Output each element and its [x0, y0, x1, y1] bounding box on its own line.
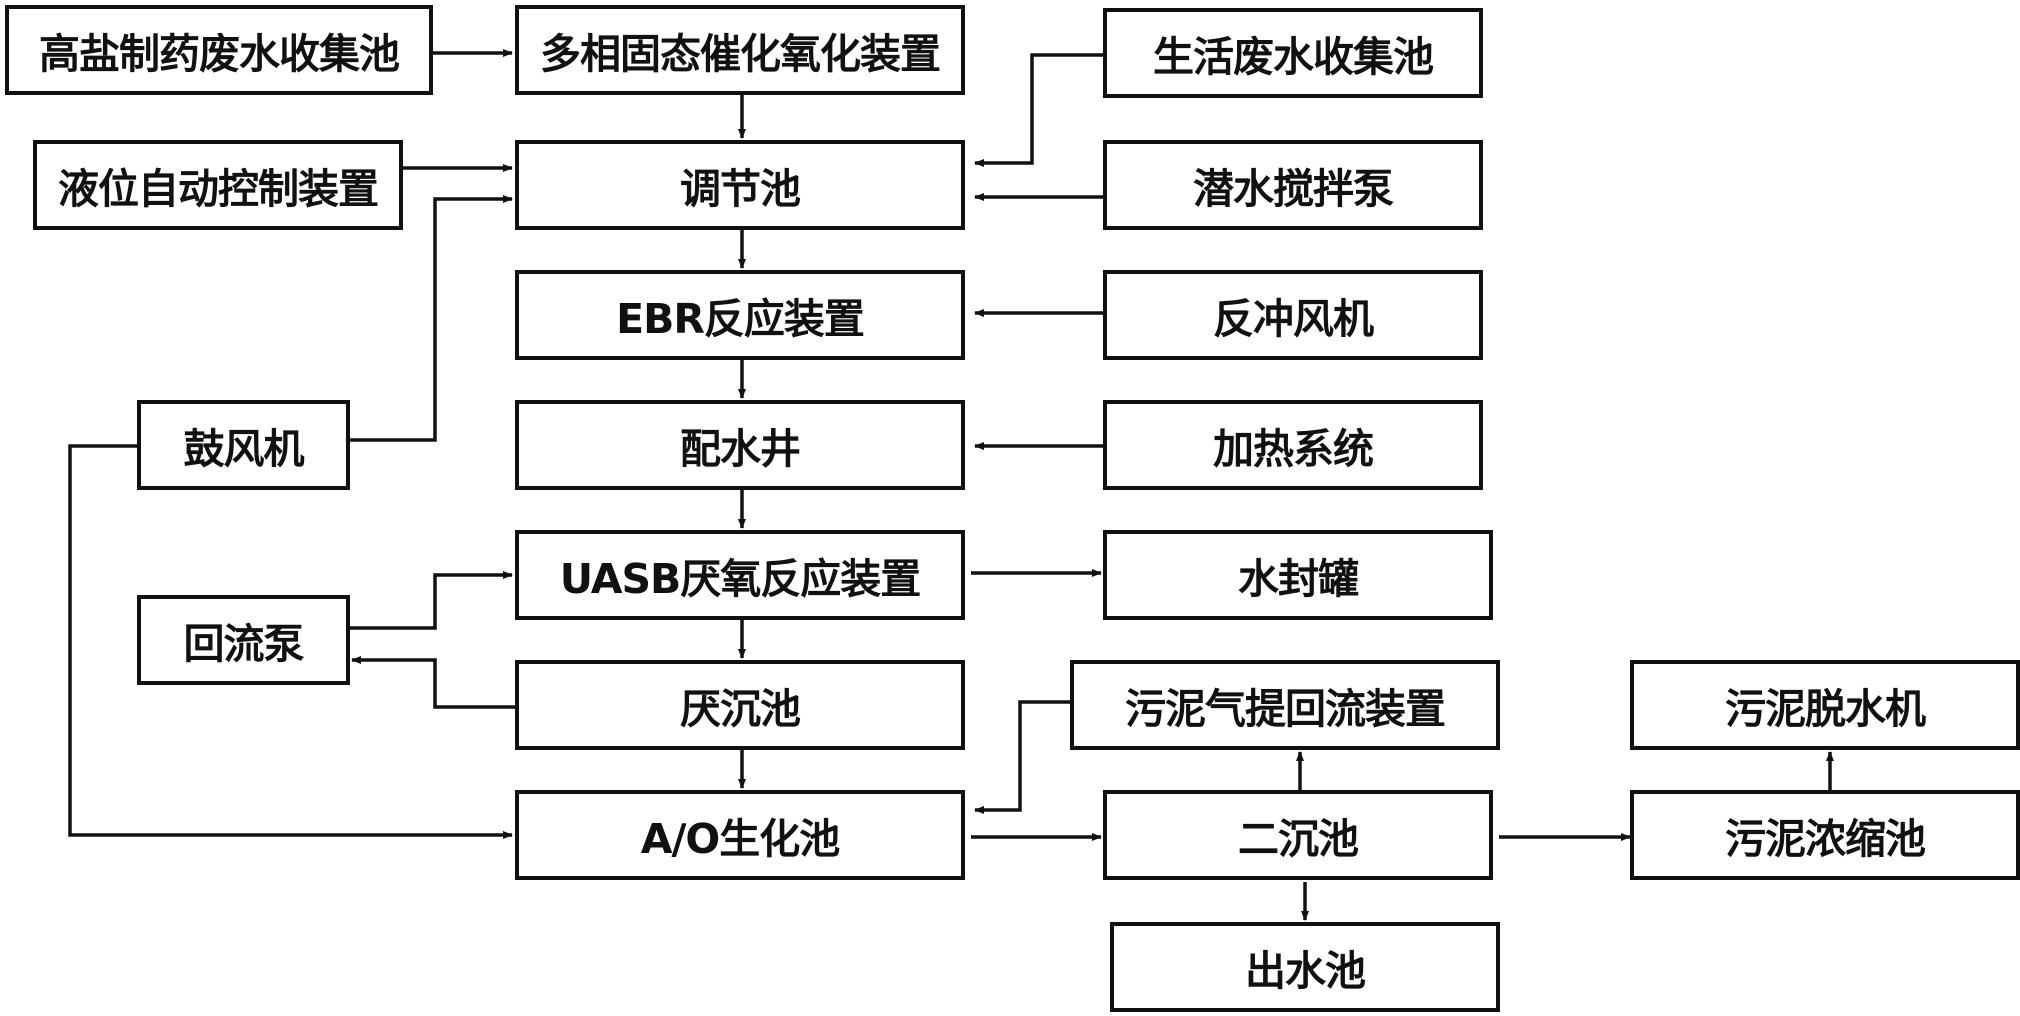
node-uasb-reactor: UASB厌氧反应装置 [515, 530, 965, 620]
node-regulating-tank: 调节池 [515, 140, 965, 230]
edge-domestic-to-regulating [974, 53, 1105, 167]
node-domestic-tank: 生活废水收集池 [1103, 8, 1483, 98]
node-blower: 鼓风机 [137, 400, 350, 490]
edge-blower-to-ao [68, 444, 513, 839]
node-water-seal-tank: 水封罐 [1103, 530, 1493, 620]
node-distribution-well: 配水井 [515, 400, 965, 490]
node-reflux-pump: 回流泵 [137, 595, 350, 685]
edge-airlift-to-ao [974, 700, 1072, 814]
node-sludge-thickener: 污泥浓缩池 [1630, 790, 2020, 880]
node-catalytic-oxidation: 多相固态催化氧化装置 [515, 5, 965, 95]
node-sludge-airlift: 污泥气提回流装置 [1070, 660, 1500, 750]
edge-blower-to-regulating [348, 195, 513, 442]
node-submersible-mixer: 潜水搅拌泵 [1103, 140, 1483, 230]
node-anaerobic-settling: 厌沉池 [515, 660, 965, 750]
edge-settling-to-reflux [351, 656, 516, 709]
node-high-salt-tank: 高盐制药废水收集池 [5, 5, 433, 95]
node-effluent-tank: 出水池 [1110, 922, 1500, 1012]
node-sludge-dewatering: 污泥脱水机 [1630, 660, 2020, 750]
node-backwash-fan: 反冲风机 [1103, 270, 1483, 360]
node-ao-tank: A/O生化池 [515, 790, 965, 880]
node-heating-system: 加热系统 [1103, 400, 1483, 490]
node-secondary-clarifier: 二沉池 [1103, 790, 1493, 880]
edge-reflux-to-uasb [348, 571, 513, 630]
node-ebr-reactor: EBR反应装置 [515, 270, 965, 360]
node-level-control: 液位自动控制装置 [33, 140, 403, 230]
